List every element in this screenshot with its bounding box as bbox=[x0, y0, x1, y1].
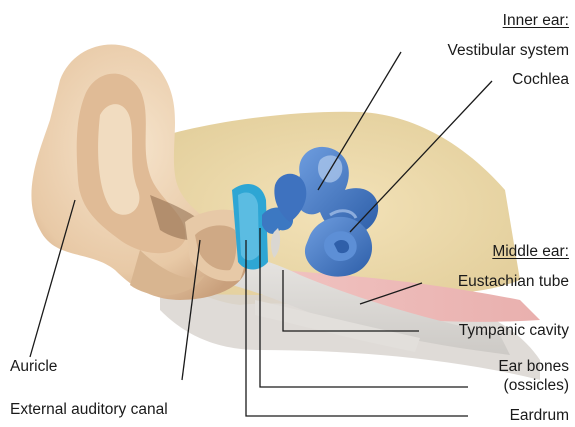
label-ossicles: (ossicles) bbox=[504, 377, 569, 395]
label-external-auditory-canal: External auditory canal bbox=[10, 401, 168, 419]
label-inner-ear: Inner ear: bbox=[503, 12, 569, 30]
label-ear-bones: Ear bones bbox=[498, 358, 569, 376]
label-tympanic-cavity: Tympanic cavity bbox=[459, 322, 569, 340]
label-cochlea: Cochlea bbox=[512, 71, 569, 89]
label-eardrum: Eardrum bbox=[510, 407, 569, 425]
label-auricle: Auricle bbox=[10, 358, 57, 376]
label-eustachian-tube: Eustachian tube bbox=[458, 273, 569, 291]
label-vestibular-system: Vestibular system bbox=[448, 42, 569, 60]
label-middle-ear: Middle ear: bbox=[492, 243, 569, 261]
